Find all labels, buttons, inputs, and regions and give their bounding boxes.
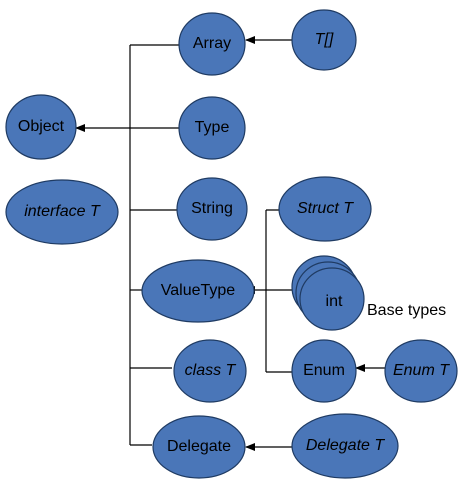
edges-generic-arrows [245,36,387,451]
int-stack-layer-front [299,267,365,331]
node-class-t: class T [173,339,247,403]
edges-object-children [75,44,180,446]
node-object-label: Object [18,118,65,135]
node-valuetype: ValueType [141,259,255,323]
node-array-label: Array [193,35,231,52]
node-t-array: T[] [291,9,357,71]
base-types-annotation: Base types [367,302,446,319]
node-delegate-t: Delegate T [291,413,399,479]
node-enum: Enum [291,339,357,403]
node-interface-t: interface T [5,179,119,245]
node-int-label: int [326,293,343,310]
node-type-label: Type [195,119,230,136]
node-class-t-label: class T [185,362,237,379]
node-int-stack: int [291,255,365,331]
node-t-array-label: T[] [315,31,334,48]
node-string: String [176,177,248,241]
node-array: Array [178,12,246,76]
node-struct-t-label: Struct T [297,200,354,217]
node-struct-t: Struct T [278,176,372,242]
node-delegate: Delegate [152,415,246,479]
node-interface-t-label: interface T [24,203,101,220]
node-delegate-t-label: Delegate T [306,437,385,454]
node-string-label: String [191,200,233,217]
node-delegate-label: Delegate [167,438,231,455]
node-object: Object [5,94,77,160]
node-enum-t: Enum T [384,339,458,403]
node-type: Type [178,96,246,160]
node-enum-label: Enum [303,362,345,379]
node-valuetype-label: ValueType [161,282,236,299]
node-enum-t-label: Enum T [393,362,450,379]
